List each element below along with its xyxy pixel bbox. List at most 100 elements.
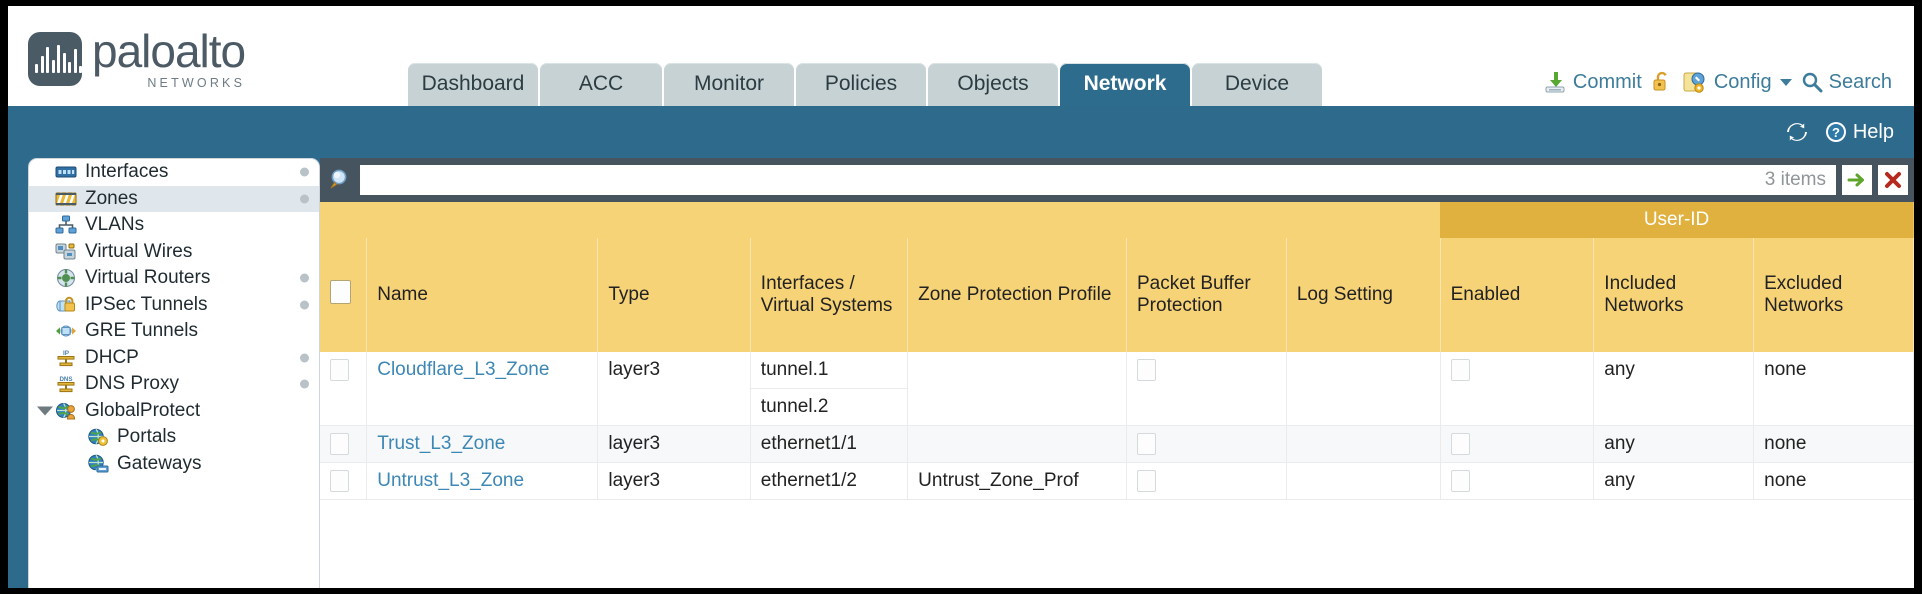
user-id-enabled-cell[interactable] [1440, 352, 1595, 426]
zone-name-link[interactable]: Trust_L3_Zone [377, 433, 506, 454]
sidebar-item-vlans[interactable]: VLANs [29, 212, 319, 239]
gateways-icon [87, 454, 109, 474]
row-checkbox[interactable] [330, 470, 349, 493]
tab-device[interactable]: Device [1192, 63, 1322, 106]
user-id-enabled-cell[interactable] [1440, 425, 1595, 464]
zone-name-cell[interactable]: Untrust_L3_Zone [366, 462, 599, 501]
tab-network[interactable]: Network [1060, 63, 1190, 106]
group-header-user-id: User-ID [1440, 202, 1914, 238]
zone-name-link[interactable]: Cloudflare_L3_Zone [377, 359, 550, 380]
sidebar-item-label: DNS Proxy [85, 373, 179, 395]
sidebar-item-label: VLANs [85, 214, 145, 236]
group-header-spacer [320, 202, 1441, 238]
row-select-cell[interactable] [320, 425, 368, 464]
search-button[interactable]: Search [1801, 71, 1892, 94]
tab-objects[interactable]: Objects [928, 63, 1058, 106]
help-icon: ? [1824, 120, 1848, 144]
packet-buffer-protection-checkbox[interactable] [1137, 433, 1156, 455]
help-button[interactable]: ? Help [1824, 120, 1894, 144]
log-setting-cell [1286, 425, 1441, 464]
brand-tagline: NETWORKS [147, 76, 246, 90]
sidebar-item-indicator [300, 379, 309, 389]
search-magnifier-icon[interactable] [328, 167, 354, 193]
interface-entry: ethernet1/1 [760, 433, 857, 454]
dhcp-icon: IP [55, 348, 77, 368]
interface-entry: tunnel.1 [750, 352, 908, 389]
user-id-enabled-checkbox[interactable] [1450, 359, 1470, 381]
column-header-zpp: Zone Protection Profile [907, 238, 1127, 352]
unlock-icon [1651, 70, 1673, 94]
column-header-log: Log Setting [1286, 238, 1441, 352]
packet-buffer-protection-cell[interactable] [1126, 425, 1287, 464]
sidebar-item-label: GRE Tunnels [85, 320, 198, 342]
sidebar-item-gateways[interactable]: Gateways [29, 451, 319, 478]
svg-text:DNS: DNS [59, 376, 72, 383]
search-input[interactable] [370, 168, 1755, 192]
search-label: Search [1828, 70, 1892, 93]
expand-collapse-icon[interactable] [37, 406, 53, 416]
clear-filter-button[interactable] [1878, 165, 1908, 195]
zone-name-cell[interactable]: Cloudflare_L3_Zone [366, 352, 599, 426]
excluded-networks-cell: none [1753, 462, 1914, 501]
paloalto-logo-icon [28, 31, 82, 86]
header-actions: Commit [1543, 70, 1892, 94]
sidebar-item-label: Interfaces [85, 161, 169, 183]
sidebar-item-globalprotect[interactable]: GlobalProtect [29, 398, 319, 425]
portals-icon [87, 427, 109, 447]
search-input-wrap: 3 items [360, 165, 1836, 195]
row-select-cell[interactable] [320, 352, 368, 426]
packet-buffer-protection-checkbox[interactable] [1137, 470, 1156, 493]
user-id-enabled-cell[interactable] [1440, 462, 1595, 501]
tab-acc[interactable]: ACC [540, 63, 662, 106]
select-all-checkbox[interactable] [330, 280, 351, 304]
user-id-enabled-checkbox[interactable] [1450, 470, 1470, 493]
sidebar-item-label: GlobalProtect [85, 399, 201, 421]
search-icon [1801, 71, 1823, 93]
sidebar-item-interfaces[interactable]: Interfaces [29, 159, 319, 186]
packet-buffer-protection-cell[interactable] [1126, 462, 1287, 501]
column-header-ifaces: Interfaces / Virtual Systems [750, 238, 909, 352]
row-checkbox[interactable] [330, 433, 349, 455]
lock-button[interactable] [1651, 70, 1673, 94]
sidebar-item-dhcp[interactable]: IP DHCP [29, 345, 319, 372]
packet-buffer-protection-checkbox[interactable] [1137, 359, 1156, 381]
sidebar-item-zones[interactable]: Zones [29, 185, 319, 212]
config-menu[interactable]: Config [1682, 70, 1792, 94]
sidebar-item-gre-tunnels[interactable]: GRE Tunnels [29, 318, 319, 345]
tab-monitor[interactable]: Monitor [664, 63, 794, 106]
tab-dashboard[interactable]: Dashboard [408, 63, 538, 106]
sidebar-item-portals[interactable]: Portals [29, 424, 319, 451]
sidebar-item-label: Virtual Wires [85, 240, 193, 262]
user-id-enabled-checkbox[interactable] [1450, 433, 1470, 455]
virtual-wires-icon [55, 242, 77, 262]
packet-buffer-protection-cell[interactable] [1126, 352, 1287, 426]
select-all-header[interactable] [320, 238, 368, 352]
sidebar-item-ipsec-tunnels[interactable]: IPSec Tunnels [29, 292, 319, 319]
zone-name-cell[interactable]: Trust_L3_Zone [366, 425, 599, 464]
row-checkbox[interactable] [330, 359, 349, 381]
zone-name-link[interactable]: Untrust_L3_Zone [377, 470, 525, 492]
tab-policies[interactable]: Policies [796, 63, 926, 106]
sidebar-item-label: Portals [117, 426, 177, 448]
sidebar-item-virtual-routers[interactable]: Virtual Routers [29, 265, 319, 292]
sidebar-item-label: DHCP [85, 346, 139, 368]
apply-filter-button[interactable] [1842, 165, 1872, 195]
row-select-cell[interactable] [320, 462, 368, 501]
included-networks-cell: any [1593, 462, 1755, 501]
excluded-networks-cell: none [1753, 352, 1914, 426]
context-band: ? Help [8, 106, 1914, 158]
zone-protection-profile-cell: Untrust_Zone_Prof [907, 462, 1127, 501]
sidebar-item-dns-proxy[interactable]: DNS DNS Proxy [29, 371, 319, 398]
sidebar-item-virtual-wires[interactable]: Virtual Wires [29, 239, 319, 266]
commit-button[interactable]: Commit [1543, 70, 1642, 94]
refresh-button[interactable] [1784, 120, 1810, 144]
